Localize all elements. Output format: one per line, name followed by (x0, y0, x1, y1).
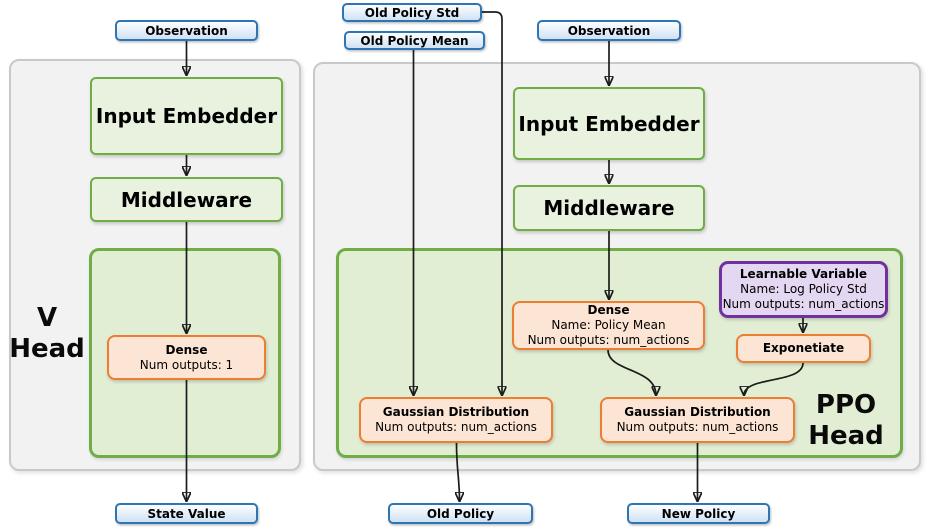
learnable-variable-outputs: Num outputs: num_actions (722, 297, 885, 311)
observation-node-v: Observation (115, 20, 258, 41)
v-head-label-line1: V (36, 303, 58, 333)
dense-node-ppo: Dense Name: Policy Mean Num outputs: num… (512, 301, 705, 350)
v-head-label: V Head (6, 303, 88, 365)
dense-name-ppo: Name: Policy Mean (551, 318, 666, 332)
gaussian-distribution-old-node: Gaussian Distribution Num outputs: num_a… (359, 397, 553, 443)
v-head-label-line2: Head (9, 334, 85, 364)
arrow-exponetiate-to-gaussian-new (744, 362, 804, 395)
arrow-dense-to-gaussian-new (607, 349, 656, 395)
arrow-old-policy-std-to-gaussian-old (482, 11, 502, 395)
new-policy-node: New Policy (627, 503, 770, 524)
ppo-head-label-line1: PPO (815, 390, 877, 420)
old-policy-std-node: Old Policy Std (342, 3, 482, 22)
dense-outputs-ppo: Num outputs: num_actions (527, 333, 690, 347)
ppo-head-label-line2: Head (808, 421, 884, 451)
dense-node-v: Dense Num outputs: 1 (107, 335, 266, 380)
state-value-node: State Value (115, 503, 258, 524)
input-embedder-node-ppo: Input Embedder (513, 87, 705, 160)
gaussian-old-outputs: Num outputs: num_actions (375, 420, 537, 434)
ppo-head-label: PPO Head (796, 390, 896, 452)
gaussian-distribution-new-node: Gaussian Distribution Num outputs: num_a… (600, 397, 795, 443)
learnable-variable-name: Name: Log Policy Std (740, 282, 867, 296)
arrow-gaussian-old-to-old-policy (457, 442, 460, 501)
old-policy-node: Old Policy (388, 503, 533, 524)
observation-node-ppo: Observation (537, 20, 681, 41)
dense-title-v: Dense (165, 342, 208, 357)
gaussian-new-title: Gaussian Distribution (624, 405, 771, 419)
middleware-node-v: Middleware (90, 177, 283, 222)
learnable-variable-title: Learnable Variable (739, 267, 868, 281)
dense-title-ppo: Dense (587, 303, 630, 317)
gaussian-old-title: Gaussian Distribution (382, 405, 530, 419)
old-policy-mean-node: Old Policy Mean (344, 31, 485, 50)
exponetiate-node: Exponetiate (736, 334, 871, 363)
dense-outputs-v: Num outputs: 1 (139, 357, 234, 372)
gaussian-new-outputs: Num outputs: num_actions (616, 420, 779, 434)
learnable-variable-node: Learnable Variable Name: Log Policy Std … (719, 261, 888, 318)
input-embedder-node-v: Input Embedder (90, 77, 283, 155)
middleware-node-ppo: Middleware (513, 185, 705, 231)
